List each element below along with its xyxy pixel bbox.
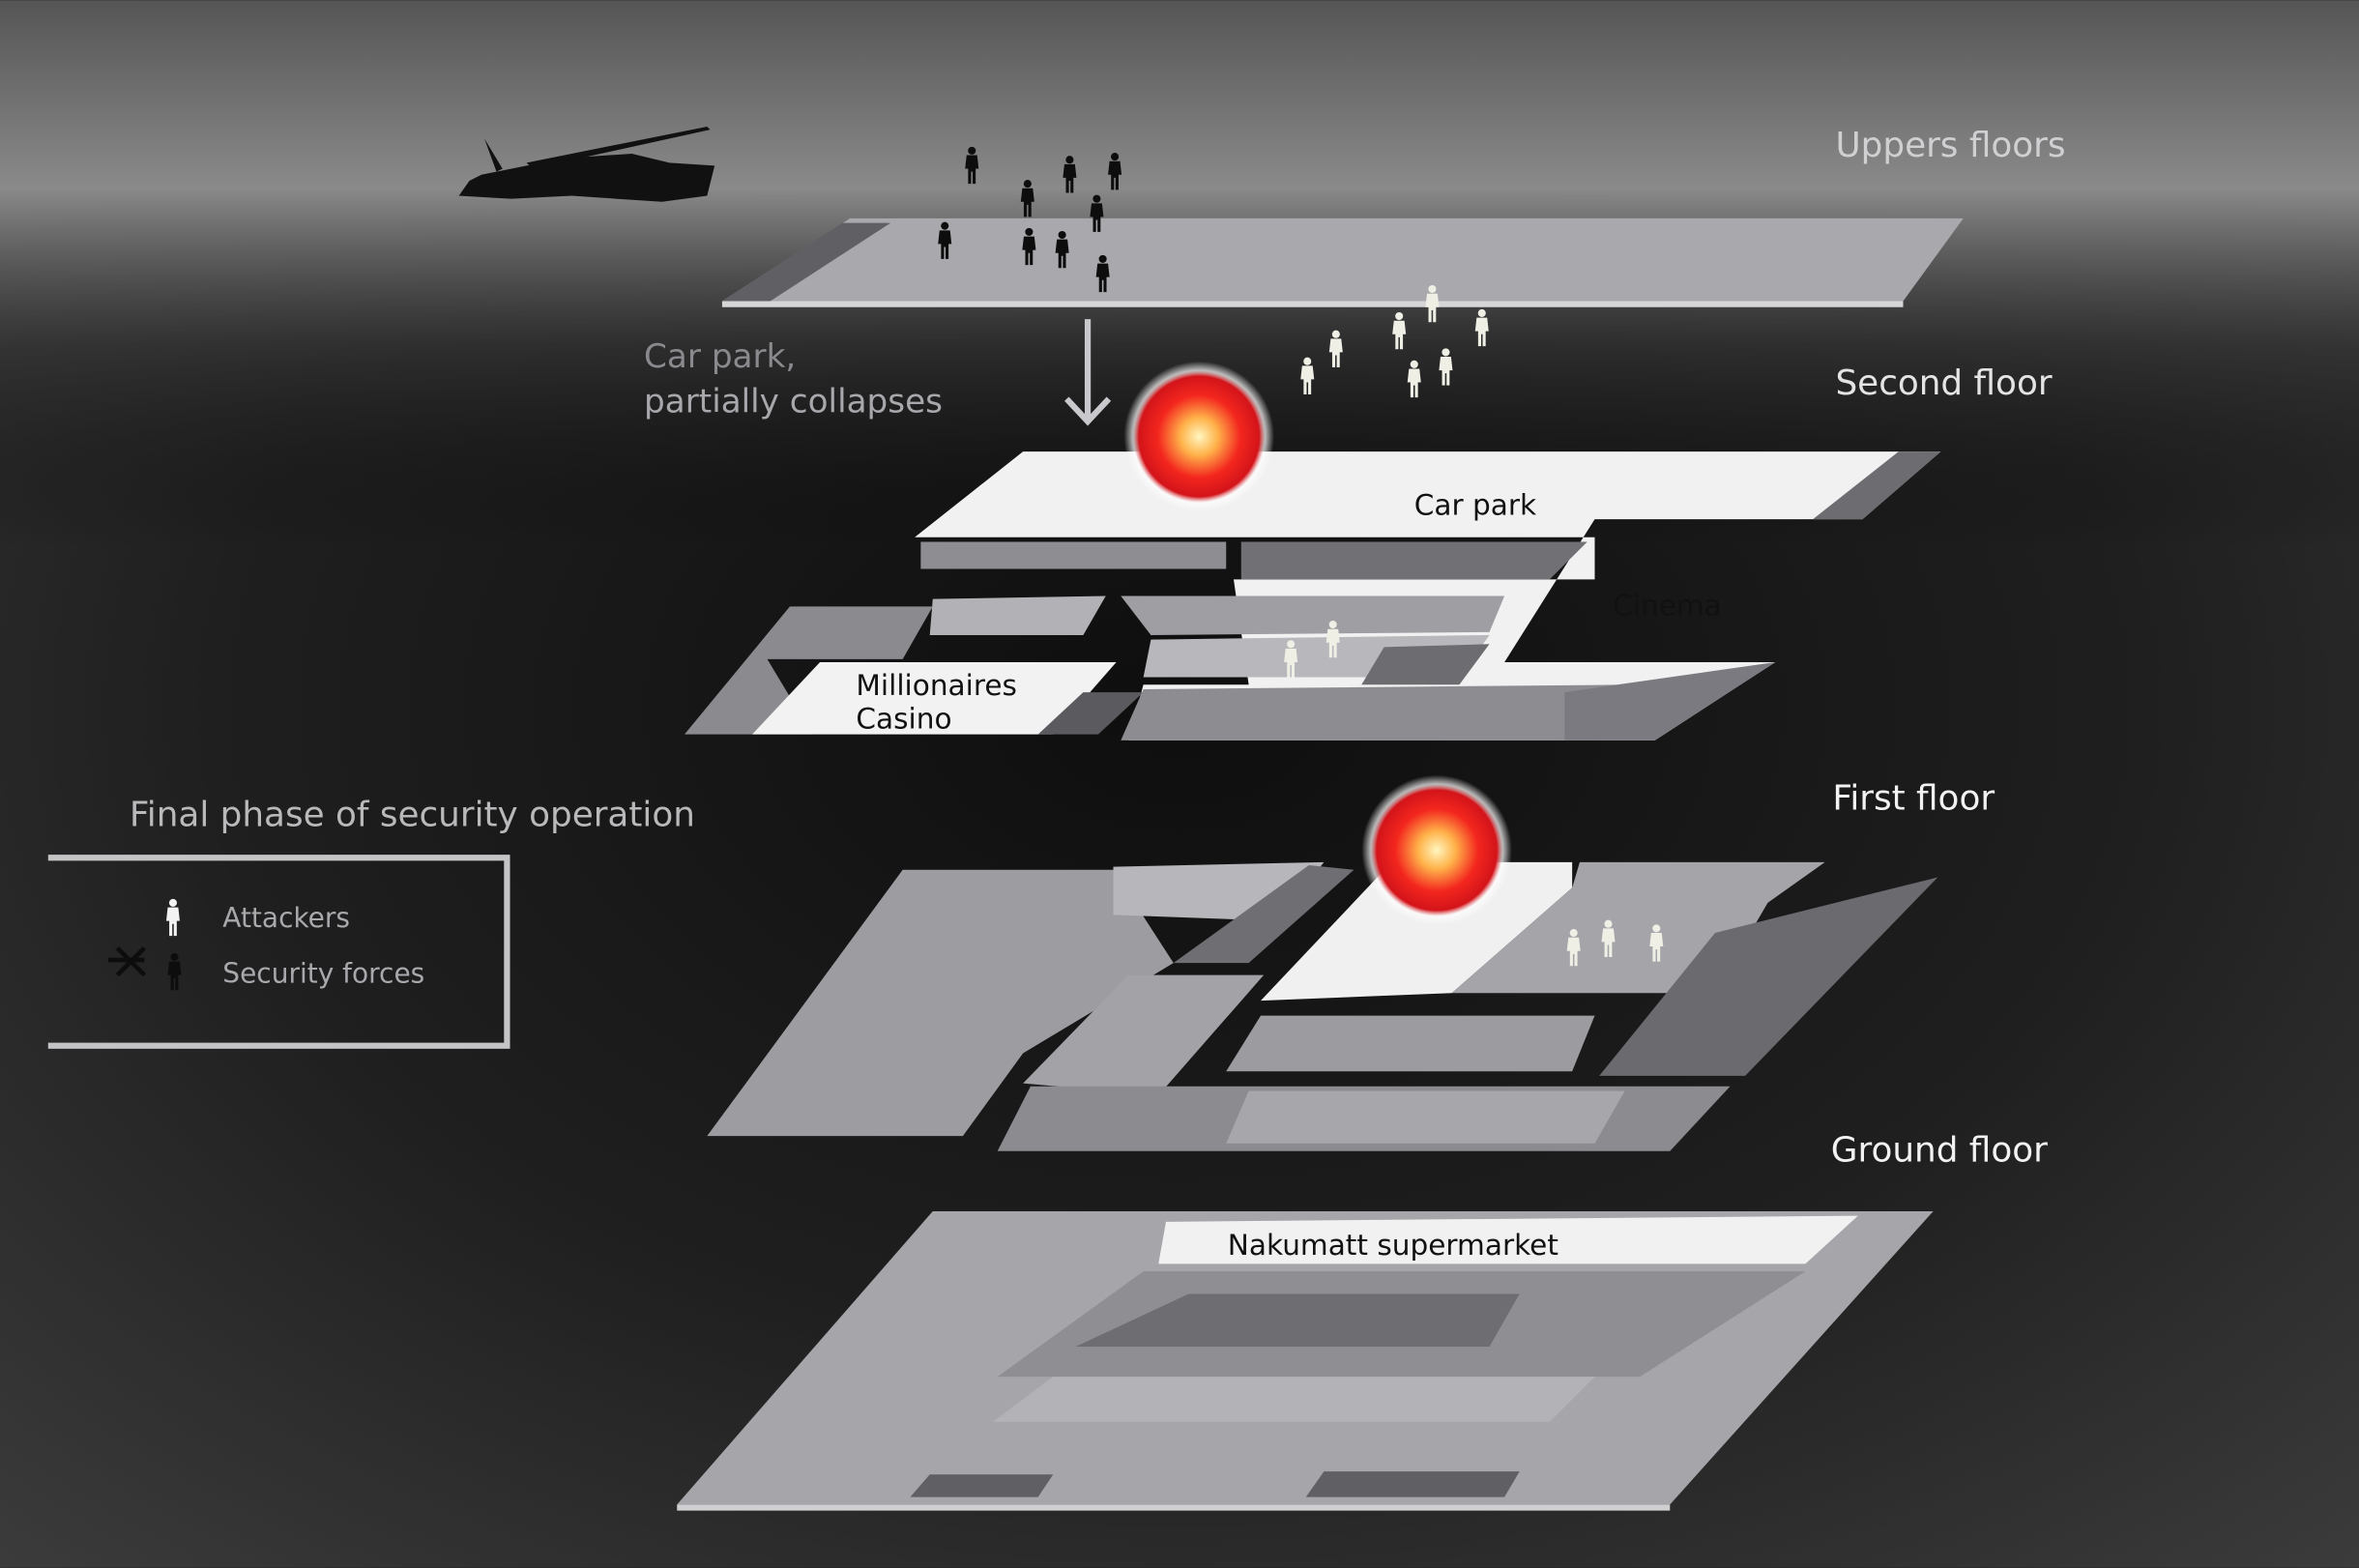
supermarket-label: Nakumatt supermarket xyxy=(1228,1229,1558,1262)
upper-floor-slab xyxy=(721,218,1964,307)
collapse-note-line2: partially collapses xyxy=(644,383,943,421)
legend-item-security-forces: Security forces xyxy=(222,957,424,989)
floor-label-first: First floor xyxy=(1832,778,1995,818)
black-person-icon xyxy=(108,945,182,991)
explosion-icon xyxy=(1361,774,1512,926)
floor-label-second: Second floor xyxy=(1835,363,2052,403)
explosion-icon xyxy=(1123,361,1275,512)
collapse-note-line1: Car park, xyxy=(644,337,796,376)
cinema-label: Cinema xyxy=(1613,590,1722,623)
car-park-label: Car park xyxy=(1414,488,1537,521)
second-floor-slab xyxy=(684,451,1941,740)
collapse-arrow-icon xyxy=(1064,319,1112,426)
legend-title: Final phase of security operation xyxy=(130,796,695,835)
ground-floor-slab xyxy=(677,1210,1934,1511)
legend: Final phase of security operation Attack… xyxy=(47,796,695,1049)
casino-label-line1: Millionaires xyxy=(856,669,1017,702)
floor-label-upper: Uppers floors xyxy=(1835,126,2065,165)
legend-item-attackers: Attackers xyxy=(222,902,350,934)
casino-label-line2: Casino xyxy=(856,702,951,735)
first-floor-slab xyxy=(707,861,1938,1151)
floor-label-ground: Ground floor xyxy=(1831,1131,2048,1171)
legend-frame xyxy=(47,855,510,1049)
helicopter-icon xyxy=(458,126,715,202)
